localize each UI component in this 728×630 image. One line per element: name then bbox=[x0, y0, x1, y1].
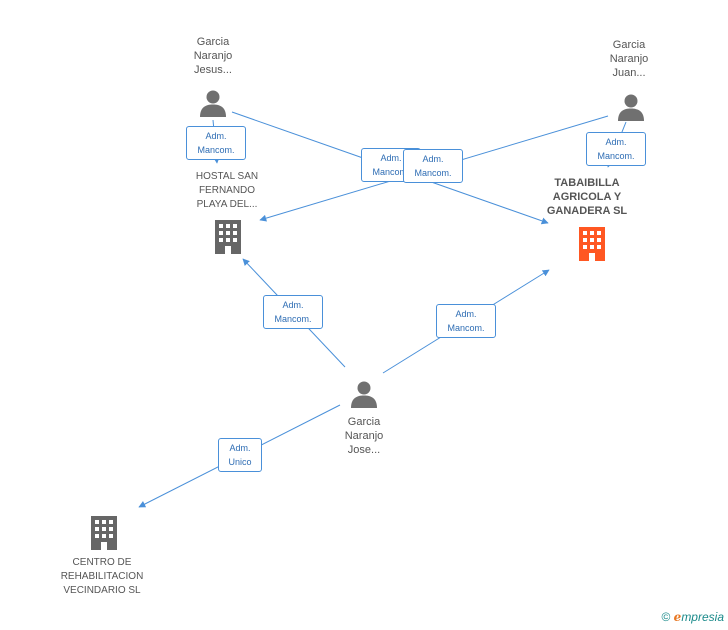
building-icon-highlighted[interactable] bbox=[576, 227, 608, 261]
brand-name: mpresia bbox=[681, 610, 724, 624]
person-name-line: Juan... bbox=[612, 67, 646, 79]
company-name-line: PLAYA DEL... bbox=[196, 199, 258, 210]
edge-role-line: Adm. bbox=[205, 131, 227, 141]
building-icon[interactable] bbox=[213, 220, 243, 254]
company-name-line: FERNANDO bbox=[198, 185, 256, 196]
edge-label-p3-c2[interactable]: Adm. Mancom. bbox=[436, 304, 496, 338]
edge-role-line: Adm. bbox=[229, 443, 251, 453]
person-name-line: Jesus... bbox=[194, 64, 232, 76]
edge-role-line: Mancom. bbox=[447, 323, 485, 333]
edge-label-p1-c1[interactable]: Adm. Mancom. bbox=[186, 126, 246, 160]
person-name-line: Garcia bbox=[347, 416, 381, 428]
edge-label-p1-c2[interactable]: Adm. Mancom. bbox=[403, 149, 463, 183]
edge-label-p3-c1[interactable]: Adm. Mancom. bbox=[263, 295, 323, 329]
edge-role-line: Adm. bbox=[282, 300, 304, 310]
company-name-line: GANADERA SL bbox=[546, 205, 628, 217]
person-name-line: Naranjo bbox=[193, 50, 233, 62]
person-label-jesus[interactable]: Garcia Naranjo Jesus... bbox=[173, 35, 253, 77]
company-label-hostal[interactable]: HOSTAL SAN FERNANDO PLAYA DEL... bbox=[177, 170, 277, 212]
person-label-juan[interactable]: Garcia Naranjo Juan... bbox=[589, 38, 669, 80]
edge-role-line: Unico bbox=[228, 457, 252, 467]
company-label-tabaibilla[interactable]: TABAIBILLA AGRICOLA Y GANADERA SL bbox=[532, 176, 642, 218]
company-name-line: TABAIBILLA bbox=[554, 177, 620, 189]
edge-role-line: Adm. bbox=[455, 309, 477, 319]
company-name-line: REHABILITACION bbox=[60, 571, 144, 582]
company-name-line: HOSTAL SAN bbox=[195, 171, 259, 182]
copyright-icon: © bbox=[661, 610, 671, 624]
edge-role-line: Adm. bbox=[422, 154, 444, 164]
person-icon[interactable] bbox=[617, 93, 645, 121]
edge-role-line: Adm. bbox=[380, 153, 402, 163]
person-icon[interactable] bbox=[199, 89, 227, 117]
person-name-line: Naranjo bbox=[609, 53, 649, 65]
person-name-line: Jose... bbox=[347, 444, 381, 456]
person-icon[interactable] bbox=[350, 380, 378, 408]
edge-role-line: Mancom. bbox=[372, 167, 410, 177]
person-name-line: Garcia bbox=[196, 36, 230, 48]
company-label-centro[interactable]: CENTRO DE REHABILITACION VECINDARIO SL bbox=[47, 556, 157, 598]
edge-label-p3-c3[interactable]: Adm. Unico bbox=[218, 438, 262, 472]
person-name-line: Naranjo bbox=[344, 430, 384, 442]
edge-role-line: Adm. bbox=[605, 137, 627, 147]
edge-role-line: Mancom. bbox=[197, 145, 235, 155]
building-icon[interactable] bbox=[89, 516, 119, 550]
edge-label-p2-c2[interactable]: Adm. Mancom. bbox=[586, 132, 646, 166]
brand-footer[interactable]: © empresia bbox=[661, 610, 724, 624]
company-name-line: CENTRO DE bbox=[72, 557, 132, 568]
person-label-jose[interactable]: Garcia Naranjo Jose... bbox=[324, 415, 404, 457]
person-name-line: Garcia bbox=[612, 39, 646, 51]
edge-role-line: Mancom. bbox=[274, 314, 312, 324]
brand-logo-initial: e bbox=[673, 610, 682, 624]
edge-role-line: Mancom. bbox=[597, 151, 635, 161]
company-name-line: AGRICOLA Y bbox=[552, 191, 622, 203]
edge-role-line: Mancom. bbox=[414, 168, 452, 178]
company-name-line: VECINDARIO SL bbox=[63, 585, 141, 596]
